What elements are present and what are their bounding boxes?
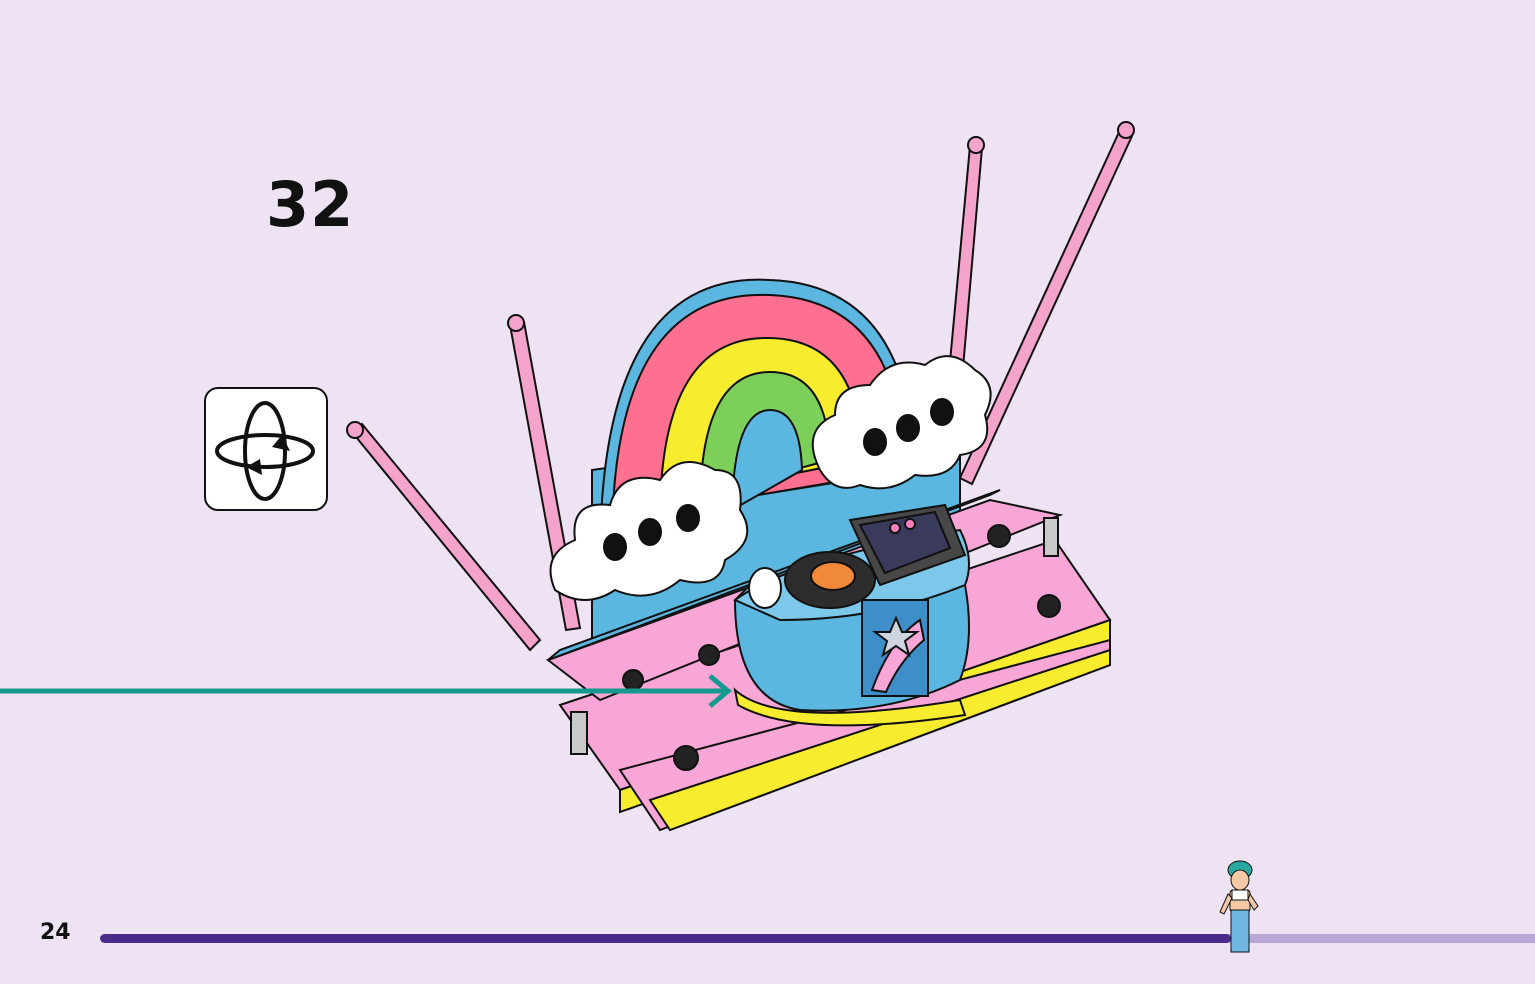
build-progress-fill — [100, 934, 1231, 943]
progress-minifigure — [1219, 860, 1259, 953]
cloud-right — [811, 355, 992, 490]
dj-booth — [733, 503, 970, 727]
cloud-left — [549, 461, 749, 601]
grey-posts — [570, 517, 1059, 755]
rotate-model-callout — [204, 387, 328, 511]
build-progress-bar — [100, 934, 1535, 943]
step-number: 32 — [266, 168, 355, 241]
rotate-model-icon — [215, 401, 315, 501]
page-number: 24 — [40, 920, 71, 945]
teal-placement-arrow — [0, 674, 732, 708]
